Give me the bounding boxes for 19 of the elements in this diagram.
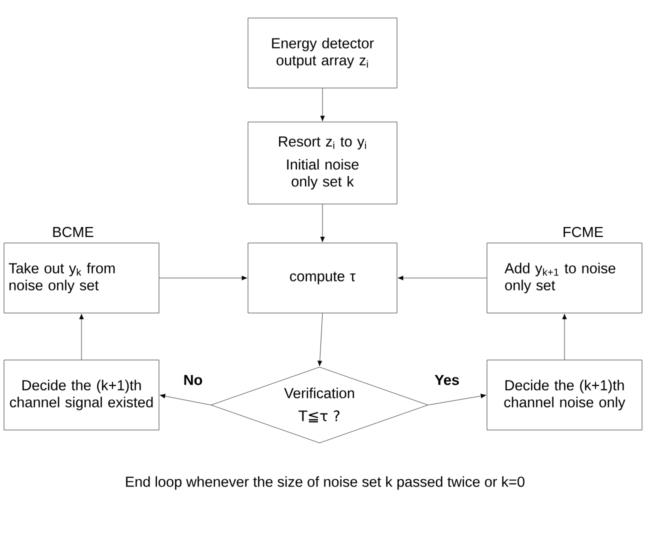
arrow — [428, 394, 486, 406]
arrow — [562, 314, 567, 360]
arrow — [320, 88, 325, 122]
arrow — [398, 276, 487, 280]
process-box: Energy detector output array z$_{i}$ — [248, 18, 398, 88]
arrow — [318, 313, 323, 366]
process-box: Add y$_{k+1}$ to noise only set — [486, 242, 642, 314]
arrow — [160, 394, 211, 406]
arrow — [320, 204, 325, 242]
edge-label: No — [184, 374, 202, 386]
process-box: Decide the (k+1)th channel noise only — [486, 360, 642, 430]
annotation-text: End loop whenever the size of noise set k passed twice or k=0 — [126, 476, 524, 490]
process-box: compute τ — [248, 242, 398, 314]
arrow — [79, 314, 84, 360]
process-box: Resort z$_{i}$ to y$_{i}$ Initial noise only set k — [248, 122, 398, 204]
process-box: Decide the (k+1)th channel signal existed — [4, 360, 160, 430]
process-box: Take out y$_{k}$ from noise only set — [4, 242, 160, 314]
edge-label: Yes — [434, 374, 459, 386]
arrow — [159, 276, 248, 280]
